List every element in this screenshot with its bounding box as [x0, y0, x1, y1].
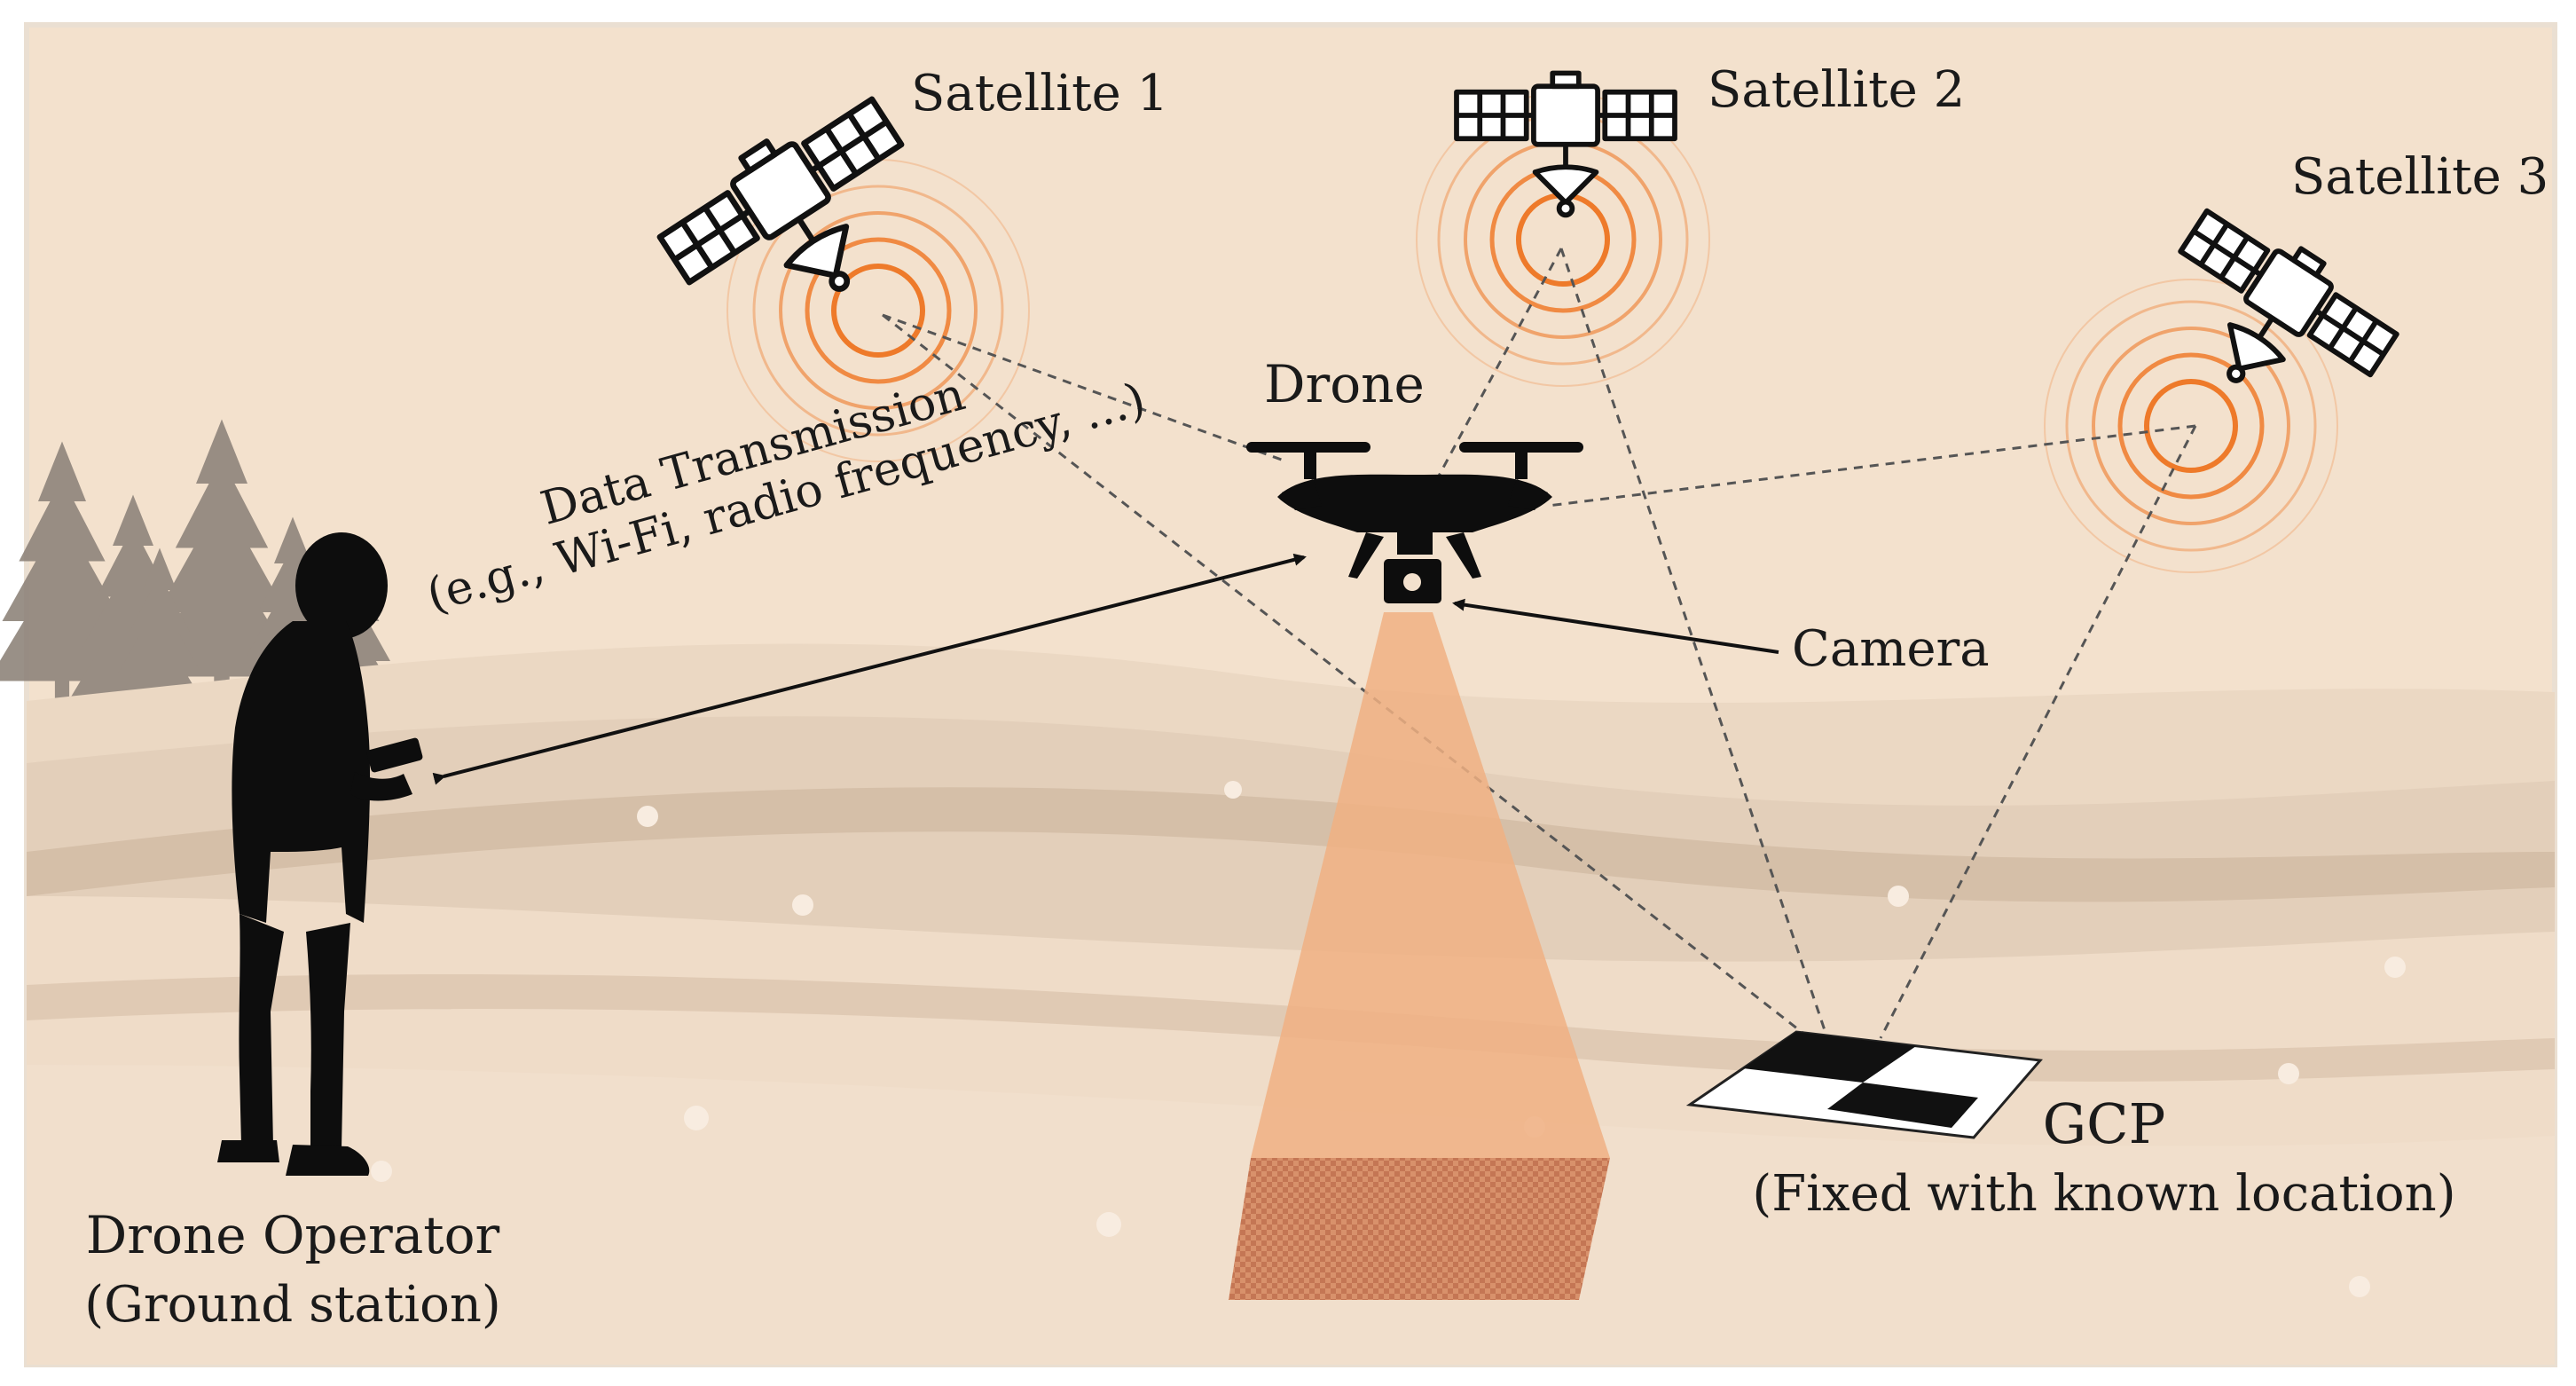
gcp-title: GCP [2042, 1091, 2166, 1156]
data-transmission-arrow [432, 553, 1307, 785]
drone-operator-subtitle: (Ground station) [84, 1276, 501, 1334]
camera-pointer-arrow [1452, 598, 1779, 654]
satellite-1-signal-waves-icon [726, 159, 1030, 462]
gcp-subtitle: (Fixed with known location) [1752, 1165, 2456, 1223]
drone-operator-person-silhouette-icon [217, 532, 423, 1176]
camera-label: Camera [1792, 620, 1990, 678]
satellite-2-label: Satellite 2 [1708, 61, 1966, 119]
drone-operator-title: Drone Operator [85, 1205, 500, 1265]
camera-field-of-view [1251, 612, 1610, 1158]
satellite-1-label: Satellite 1 [911, 65, 1169, 122]
camera-icon [1384, 559, 1441, 603]
drone-label: Drone [1264, 354, 1425, 414]
satellite-3-signal-waves-icon [2044, 279, 2338, 573]
gnss-links [882, 248, 2197, 1040]
satellite-3-label: Satellite 3 [2291, 148, 2549, 206]
camera-footprint [1229, 1158, 1610, 1300]
drone-icon [1246, 442, 1583, 579]
gcp-checkerboard-target-icon [1685, 1030, 2043, 1139]
